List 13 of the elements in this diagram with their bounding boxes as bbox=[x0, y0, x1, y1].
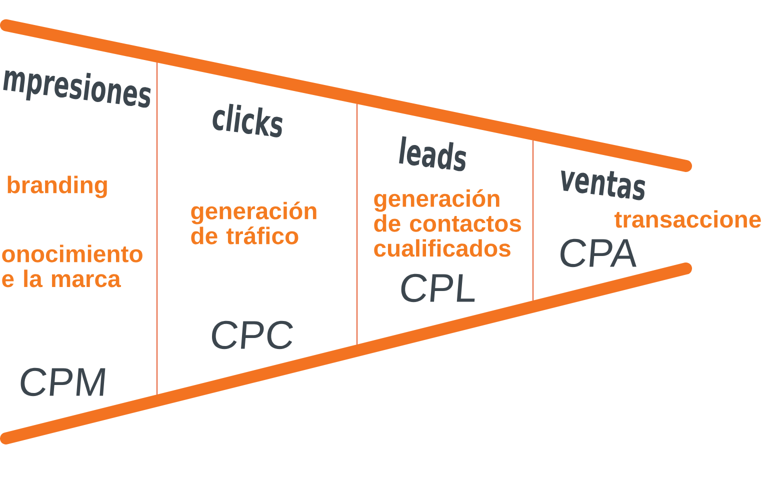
cost-label: CPC bbox=[212, 320, 293, 350]
stage-description: generación de contactos cualificados bbox=[374, 189, 522, 257]
stage-heading: mpresiones bbox=[3, 70, 151, 108]
stage-heading: leads bbox=[399, 136, 466, 172]
stage-description: branding bbox=[8, 176, 107, 198]
cost-label: CPL bbox=[401, 274, 475, 302]
cost-label: CPM bbox=[20, 368, 106, 396]
stage-heading: ventas bbox=[561, 170, 646, 200]
cost-label: CPA bbox=[560, 238, 636, 268]
stage-heading: clicks bbox=[212, 104, 282, 138]
stage-description: generación de tráfico bbox=[191, 202, 316, 244]
stage-description: transaccione bbox=[614, 210, 761, 228]
stage-description: onocimiento e la marca bbox=[2, 244, 142, 288]
